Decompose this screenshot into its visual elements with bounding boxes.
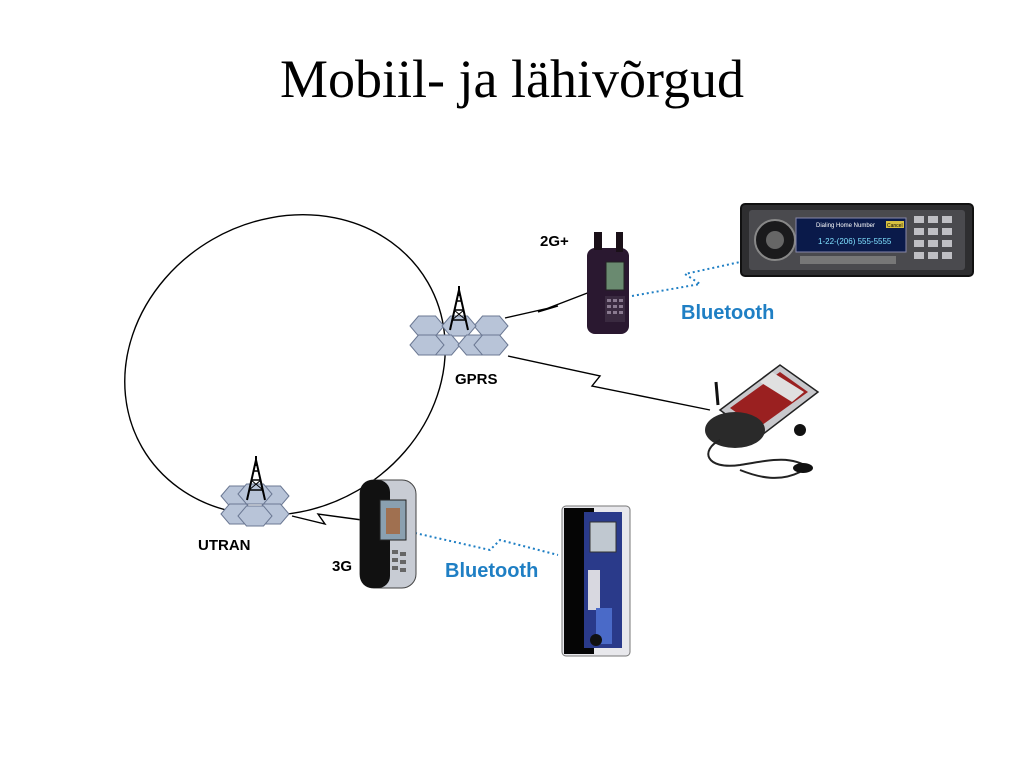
gprs-to-2g-link bbox=[504, 291, 591, 319]
radio-screen-line1: Dialing Home Number bbox=[816, 223, 875, 229]
car-radio-icon: Dialing Home Number Cancel 1-22-(206) 55… bbox=[740, 203, 974, 277]
label-gprs: GPRS bbox=[455, 371, 498, 388]
label-3g: 3G bbox=[332, 558, 353, 575]
radio-screen-button: Cancel bbox=[887, 223, 903, 229]
slide-title: Mobiil- ja lähivõrgud bbox=[280, 49, 744, 109]
bluetooth-link-bottom bbox=[414, 532, 559, 556]
bluetooth-link-top bbox=[631, 261, 741, 297]
coverage-ellipse bbox=[124, 214, 446, 516]
gprs-cell-cluster bbox=[409, 315, 509, 356]
audio-player-icon bbox=[561, 505, 631, 657]
mobile-phone-icon bbox=[359, 479, 417, 589]
label-bluetooth-bottom: Bluetooth bbox=[445, 560, 539, 582]
label-bluetooth-top: Bluetooth bbox=[681, 302, 775, 324]
utran-to-3g-link bbox=[291, 513, 363, 526]
label-2g: 2G+ bbox=[540, 233, 569, 250]
gprs-to-pda-link bbox=[507, 355, 711, 411]
label-utran: UTRAN bbox=[198, 537, 251, 554]
pda-icon bbox=[705, 364, 820, 479]
mobile-phone-icon bbox=[587, 232, 629, 334]
radio-screen-line2: 1-22-(206) 555-5555 bbox=[818, 237, 892, 246]
